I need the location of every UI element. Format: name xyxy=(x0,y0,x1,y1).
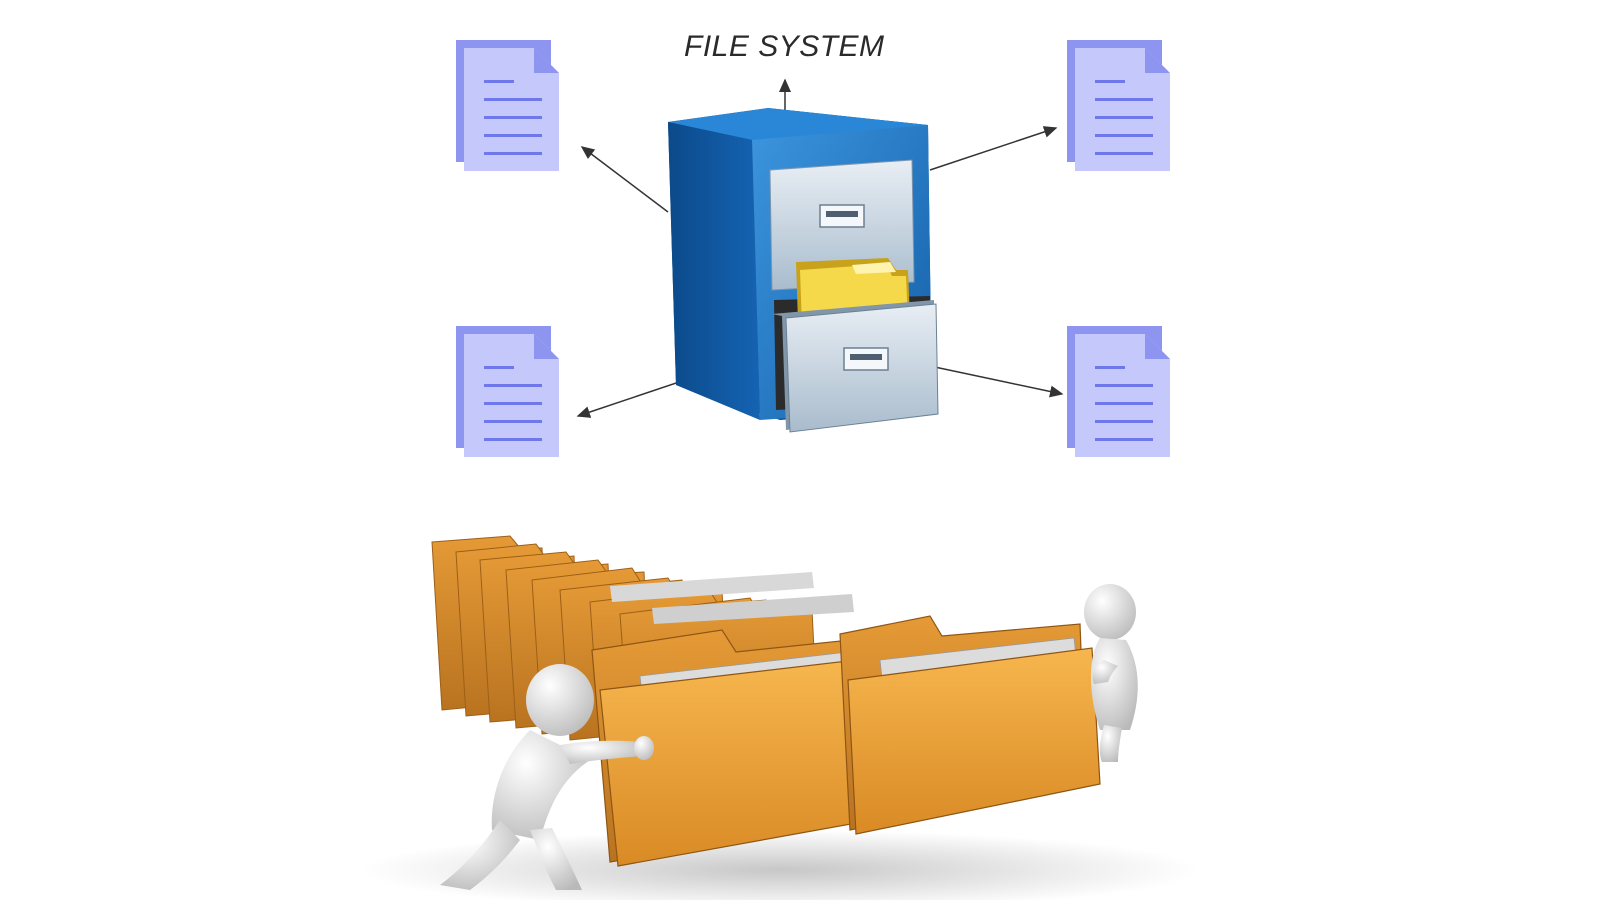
diagram-title: FILE SYSTEM xyxy=(684,30,885,63)
arrow-to-bottom-right xyxy=(929,365,1064,398)
document-top-right-icon xyxy=(1067,40,1170,171)
arrow-to-top-right xyxy=(929,126,1058,171)
filing-cabinet-icon xyxy=(668,108,939,433)
folders-illustration xyxy=(360,535,1200,900)
document-bottom-right-icon xyxy=(1067,326,1170,457)
arrow-to-top-left xyxy=(580,146,669,213)
document-top-left-icon xyxy=(456,40,559,171)
folder-front-left xyxy=(591,629,863,867)
folder-front-right xyxy=(839,615,1101,835)
figure-right xyxy=(1084,584,1138,762)
document-bottom-left-icon xyxy=(456,326,559,457)
figure-left xyxy=(440,664,654,890)
